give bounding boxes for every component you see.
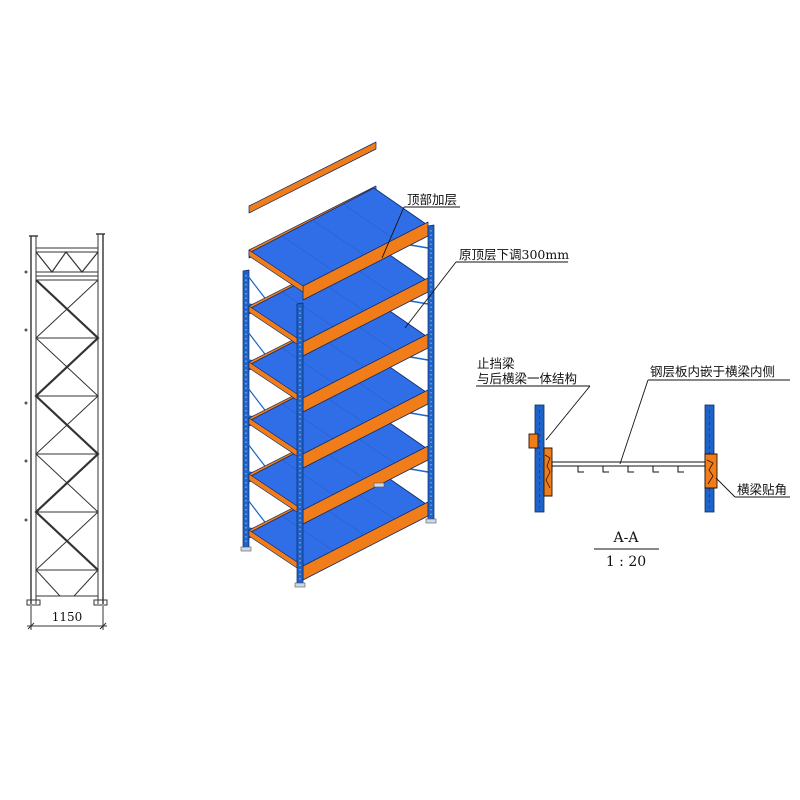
section-scale: 1 : 20	[606, 554, 646, 570]
rack-base-plate-2	[240, 546, 252, 552]
section-title: A-A	[613, 530, 640, 546]
rack-top-extra-back-beam	[248, 141, 377, 214]
section-view	[528, 404, 718, 513]
width-dimension-label: 1150	[52, 610, 83, 624]
section-callout-leaders	[476, 379, 790, 498]
rack-deck-seam-5-2	[312, 219, 366, 257]
rack-deck-seam-3-1	[281, 347, 336, 385]
side-elevation	[26, 233, 108, 606]
rack-upright-front-right	[427, 224, 435, 521]
callout-beam-corner: 横梁贴角	[737, 482, 787, 497]
rack-side-beam-left-5	[248, 249, 304, 293]
rack-deck-seam-4-1	[281, 291, 336, 329]
callout-stop-beam-line2: 与后横梁一体结构	[477, 371, 577, 386]
callout-deck-embedded: 钢层板内嵌于横梁内侧	[650, 364, 775, 379]
rack-callout-leaders	[381, 206, 568, 329]
rack-base-plate-3	[373, 482, 385, 488]
rack-deck-seam-0-1	[281, 515, 336, 553]
width-dimension	[27, 606, 107, 630]
section-stop-beam	[528, 433, 539, 449]
rack-deck-seam-1-1	[281, 459, 336, 497]
side-elevation-bolts	[24, 270, 28, 522]
callout-top-layer: 顶部加层	[407, 192, 457, 207]
callout-stop-beam-line1: 止挡梁	[477, 356, 515, 371]
rack-deck-seam-5-3	[343, 203, 396, 241]
callout-lowered-top: 原顶层下调300mm	[459, 247, 569, 262]
section-right-beam	[704, 453, 718, 489]
rack-deck-seam-2-1	[281, 403, 336, 441]
rack-base-plate-1	[425, 518, 437, 524]
rack-3d-view	[240, 141, 437, 588]
section-steel-deck	[551, 461, 706, 473]
rack-deck-seam-5-1	[281, 235, 336, 273]
section-left-beam	[543, 447, 553, 497]
rack-base-plate-0	[294, 582, 306, 588]
